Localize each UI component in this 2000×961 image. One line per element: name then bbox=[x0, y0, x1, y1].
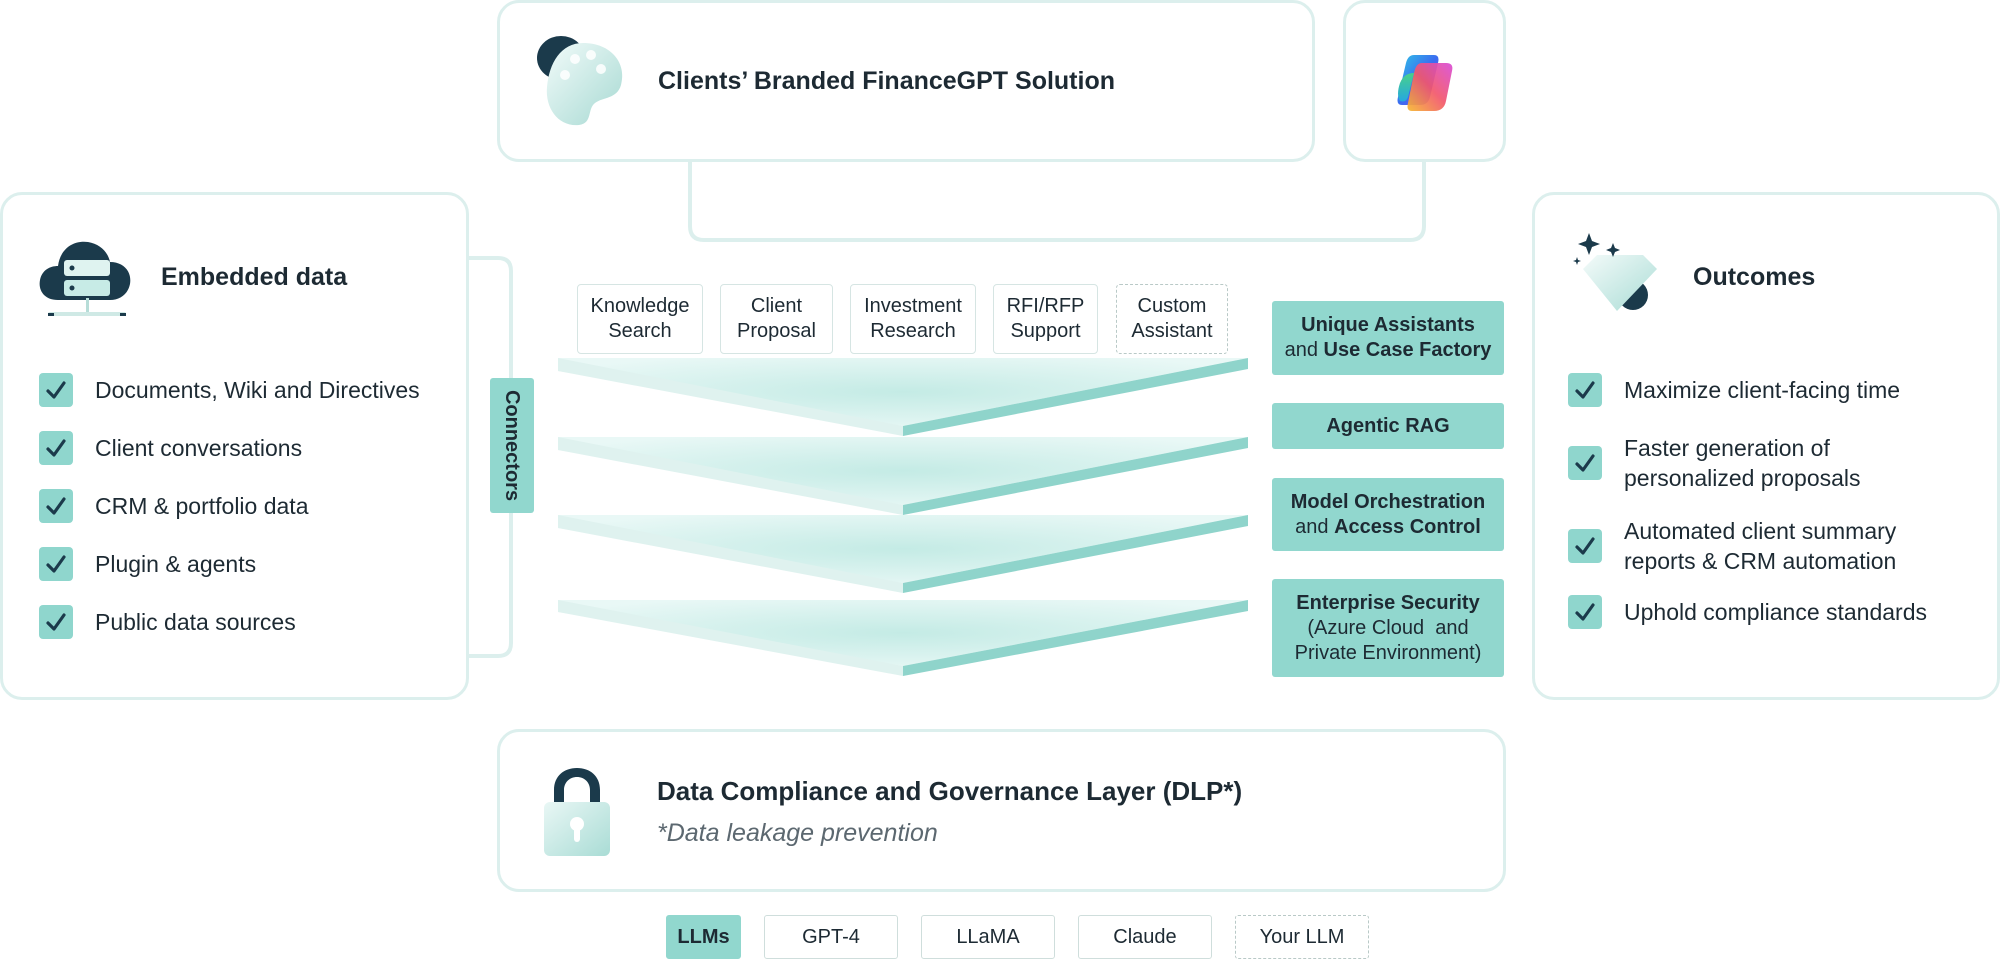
usecase-custom-assistant[interactable]: Custom Assistant bbox=[1116, 284, 1228, 354]
list-item-label: Automated client summary reports & CRM a… bbox=[1624, 518, 1897, 574]
layer-1 bbox=[558, 358, 1248, 436]
list-item-label: Faster generation of personalized propos… bbox=[1624, 435, 1861, 491]
list-item: Plugin & agents bbox=[39, 547, 256, 581]
copilot-card bbox=[1343, 0, 1506, 162]
connectors-tag: Connectors bbox=[490, 378, 534, 513]
llm-chip-claude[interactable]: Claude bbox=[1078, 915, 1212, 959]
solution-title: Clients’ Branded FinanceGPT Solution bbox=[658, 67, 1115, 95]
checkmark-icon bbox=[1568, 595, 1602, 629]
tag-line: Agentic RAG bbox=[1326, 414, 1450, 437]
checkmark-icon bbox=[1568, 373, 1602, 407]
checkmark-icon bbox=[39, 373, 73, 407]
connectors-label: Connectors bbox=[501, 389, 524, 502]
list-item-label: CRM & portfolio data bbox=[95, 493, 309, 519]
llm-chip-llama[interactable]: LLaMA bbox=[921, 915, 1055, 959]
list-item: Maximize client-facing time bbox=[1568, 373, 1954, 407]
layer-3 bbox=[558, 515, 1248, 593]
checkmark-icon bbox=[39, 431, 73, 465]
list-item: Documents, Wiki and Directives bbox=[39, 373, 420, 407]
outcomes-card: Outcomes Maximize client-facing time Fas… bbox=[1532, 192, 2000, 700]
list-item: Automated client summary reports & CRM a… bbox=[1568, 516, 1954, 576]
checkmark-icon bbox=[39, 605, 73, 639]
list-item: Public data sources bbox=[39, 605, 296, 639]
list-item-label: Plugin & agents bbox=[95, 551, 257, 577]
tag-model-orchestration: Model Orchestration and Access Control bbox=[1272, 478, 1504, 551]
list-item-label: Uphold compliance standards bbox=[1624, 599, 1928, 625]
checkmark-icon bbox=[39, 489, 73, 523]
tag-unique-assistants: Unique Assistants and Use Case Factory bbox=[1272, 301, 1504, 375]
embedded-data-card: Embedded data Documents, Wiki and Direct… bbox=[0, 192, 469, 700]
usecase-client-proposal[interactable]: Client Proposal bbox=[720, 284, 833, 354]
list-item-label: Client conversations bbox=[95, 435, 303, 461]
usecase-investment-research[interactable]: Investment Research bbox=[850, 284, 976, 354]
tag-line: Use Case Factory bbox=[1323, 339, 1492, 361]
list-item: Client conversations bbox=[39, 431, 302, 465]
tag-line: and bbox=[1284, 339, 1324, 361]
diamond-sparkle-icon bbox=[1569, 229, 1665, 324]
list-item-label: Public data sources bbox=[95, 609, 296, 635]
layer-2 bbox=[558, 437, 1248, 515]
copilot-logo-icon bbox=[1394, 53, 1458, 118]
llm-chip-your-llm[interactable]: Your LLM bbox=[1235, 915, 1369, 959]
list-item: Uphold compliance standards bbox=[1568, 595, 1927, 629]
tag-enterprise-security: Enterprise Security (Azure Cloud and Pri… bbox=[1272, 579, 1504, 677]
tag-line: Enterprise Security bbox=[1296, 591, 1480, 614]
embedded-title: Embedded data bbox=[161, 263, 348, 291]
list-item: CRM & portfolio data bbox=[39, 489, 308, 523]
compliance-footnote: *Data leakage prevention bbox=[657, 819, 938, 847]
list-item: Faster generation of personalized propos… bbox=[1568, 433, 1924, 493]
tag-agentic-rag: Agentic RAG bbox=[1272, 403, 1504, 449]
checkmark-icon bbox=[39, 547, 73, 581]
list-item-label: Maximize client-facing time bbox=[1624, 377, 1901, 403]
solution-card: Clients’ Branded FinanceGPT Solution bbox=[497, 0, 1315, 162]
palette-icon bbox=[535, 33, 627, 134]
compliance-title: Data Compliance and Governance Layer (DL… bbox=[657, 776, 1243, 806]
tag-line: Unique Assistants bbox=[1301, 314, 1475, 336]
checkmark-icon bbox=[1568, 446, 1602, 480]
compliance-card: Data Compliance and Governance Layer (DL… bbox=[497, 729, 1506, 892]
tag-line: Access Control bbox=[1334, 515, 1481, 538]
usecase-rfi-rfp-support[interactable]: RFI/RFP Support bbox=[993, 284, 1098, 354]
padlock-icon bbox=[540, 766, 614, 863]
usecase-knowledge-search[interactable]: Knowledge Search bbox=[577, 284, 703, 354]
cloud-server-icon bbox=[36, 230, 136, 327]
tag-line: (Azure Cloud and bbox=[1307, 616, 1469, 639]
llm-chip-gpt4[interactable]: GPT-4 bbox=[764, 915, 898, 959]
tag-line: Model Orchestration bbox=[1290, 490, 1486, 513]
llm-chip-llms: LLMs bbox=[666, 915, 741, 959]
list-item-label: Documents, Wiki and Directives bbox=[95, 377, 420, 403]
outcomes-title: Outcomes bbox=[1693, 263, 1816, 291]
tag-line: and bbox=[1295, 515, 1335, 538]
checkmark-icon bbox=[1568, 529, 1602, 563]
tag-line: Private Environment) bbox=[1294, 641, 1482, 664]
layer-4 bbox=[558, 600, 1248, 676]
